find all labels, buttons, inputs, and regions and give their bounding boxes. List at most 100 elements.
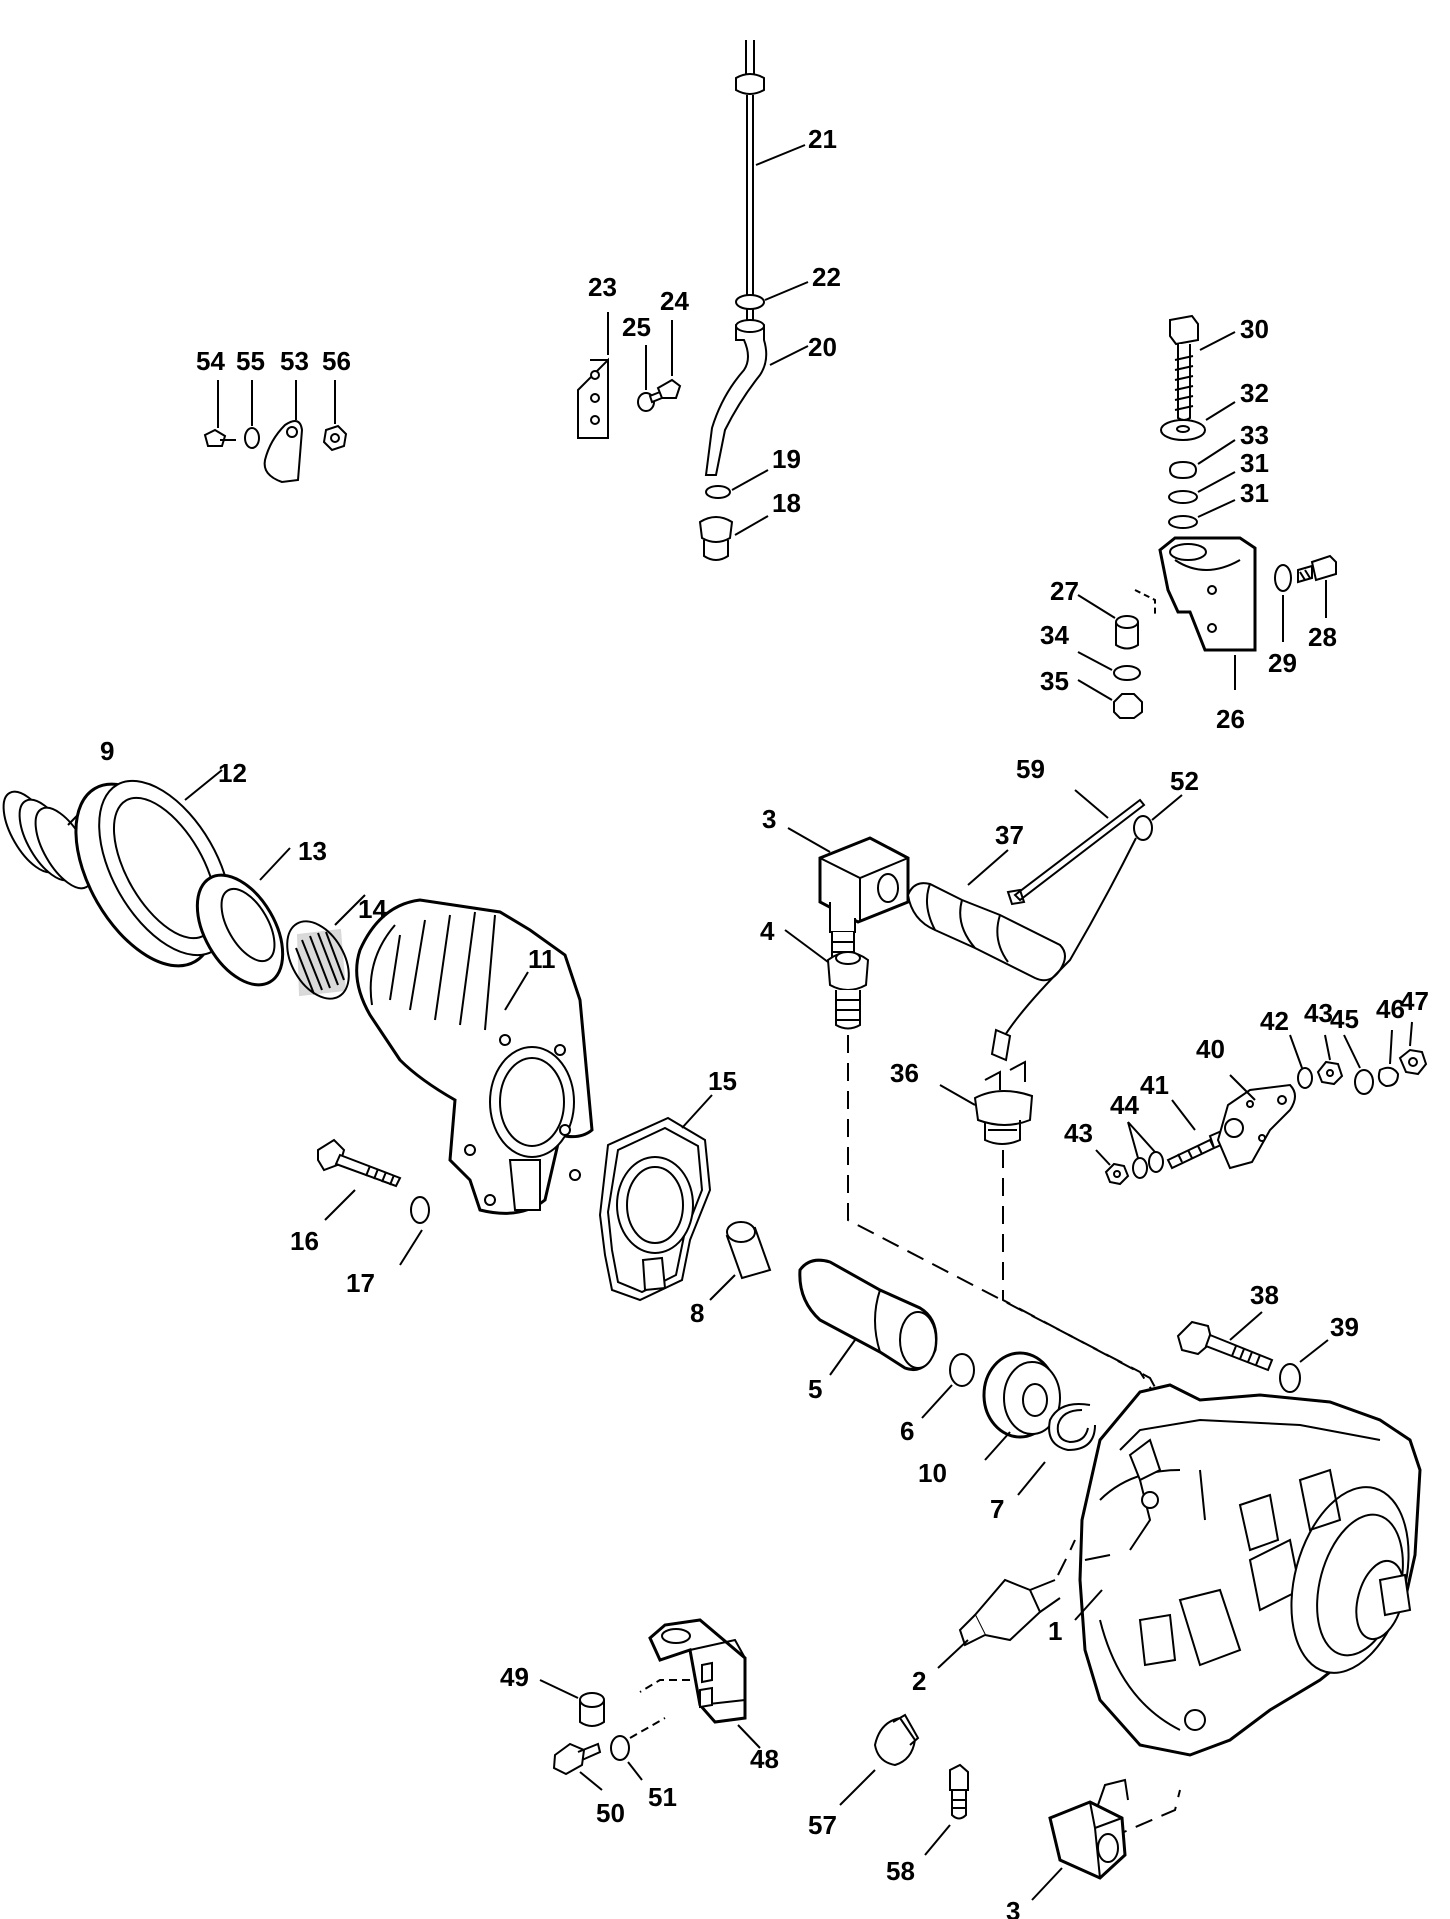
part-58-fitting [949, 1763, 969, 1820]
callout-47: 47 [1400, 986, 1429, 1016]
callout-9: 9 [100, 736, 114, 766]
part-46-lock-washer [1377, 1066, 1400, 1088]
part-36-switch [973, 1060, 1034, 1145]
callout-12: 12 [218, 758, 247, 788]
part-7-snap-ring [1048, 1403, 1096, 1452]
callout-56: 56 [322, 346, 351, 376]
part-39-washer [1279, 1363, 1301, 1393]
clamp-group [203, 380, 348, 484]
callout-39: 39 [1330, 1312, 1359, 1342]
part-48-bracket [648, 1618, 747, 1724]
part-17-washer [410, 1196, 430, 1224]
callout-11: 11 [528, 944, 556, 974]
part-44-washer-b [1148, 1151, 1164, 1173]
dipstick-group [577, 40, 809, 561]
callout-41: 41 [1140, 1070, 1169, 1100]
callout-25: 25 [622, 312, 651, 342]
callout-29: 29 [1268, 648, 1297, 678]
callout-31a: 31 [1240, 448, 1269, 478]
callout-24: 24 [660, 286, 689, 316]
callout-27: 27 [1050, 576, 1079, 606]
callout-23: 23 [588, 272, 617, 302]
part-40-lever [1216, 1083, 1296, 1170]
callout-31b: 31 [1240, 478, 1269, 508]
callout-20: 20 [808, 332, 837, 362]
shaft-bearing-group [709, 1221, 1096, 1496]
callout-38: 38 [1250, 1280, 1279, 1310]
callout-4: 4 [760, 916, 775, 946]
callout-13: 13 [298, 836, 327, 866]
part-21-dipstick [735, 40, 765, 320]
callout-labels: 1 2 3 3 4 5 6 7 8 9 10 11 12 13 14 15 16… [100, 124, 1429, 1919]
part-42-washer [1297, 1067, 1313, 1089]
part-18-fitting [698, 516, 734, 561]
part-59-cable-tie [1006, 798, 1146, 906]
part-24-bolt [648, 378, 682, 404]
part-29-washer [1274, 564, 1292, 592]
transmission-group [1074, 1311, 1422, 1757]
callout-44: 44 [1110, 1090, 1139, 1120]
callout-30: 30 [1240, 314, 1269, 344]
part-22-o-ring [735, 294, 765, 310]
callout-53: 53 [280, 346, 309, 376]
part-19-o-ring [705, 485, 731, 499]
callout-43a: 43 [1064, 1118, 1093, 1148]
callout-10: 10 [918, 1458, 947, 1488]
part-35-nut [1113, 693, 1143, 719]
callout-17: 17 [346, 1268, 375, 1298]
callout-50: 50 [596, 1798, 625, 1828]
callout-15: 15 [708, 1066, 737, 1096]
part-54-screw [203, 428, 236, 447]
part-55-washer [244, 427, 260, 449]
callout-3-lower: 3 [1006, 1896, 1020, 1919]
part-20-fill-tube [704, 320, 768, 476]
part-51-washer [610, 1735, 630, 1761]
mount-bracket-group [1077, 314, 1337, 719]
part-38-bolt [1176, 1320, 1214, 1356]
adapter-housing-group [2, 769, 713, 1302]
callout-48: 48 [750, 1744, 779, 1774]
callout-18: 18 [772, 488, 801, 518]
callout-14: 14 [358, 894, 387, 924]
callout-52: 52 [1170, 766, 1199, 796]
callout-49: 49 [500, 1662, 529, 1692]
callout-22: 22 [812, 262, 841, 292]
callout-46: 46 [1376, 994, 1405, 1024]
callout-33: 33 [1240, 420, 1269, 450]
part-31-washer-a [1168, 490, 1198, 504]
callout-58: 58 [886, 1856, 915, 1886]
callout-59: 59 [1016, 754, 1045, 784]
callout-42: 42 [1260, 1006, 1289, 1036]
part-52-ground-wire [1001, 837, 1137, 1041]
part-31-washer-b [1168, 515, 1198, 529]
callout-19: 19 [772, 444, 801, 474]
callout-8: 8 [690, 1298, 704, 1328]
callout-54: 54 [196, 346, 225, 376]
callout-40: 40 [1196, 1034, 1225, 1064]
callout-21: 21 [808, 124, 837, 154]
callout-16: 16 [290, 1226, 319, 1256]
part-6-pilot [949, 1353, 975, 1387]
callout-36: 36 [890, 1058, 919, 1088]
callout-35: 35 [1040, 666, 1069, 696]
callout-26: 26 [1216, 704, 1245, 734]
callout-5: 5 [808, 1374, 822, 1404]
part-50-bolt [552, 1742, 602, 1776]
part-34-washer [1113, 665, 1141, 681]
part-57-clamp [873, 1713, 920, 1767]
part-27-bushing [1115, 622, 1139, 650]
callout-32: 32 [1240, 378, 1269, 408]
callout-7: 7 [990, 1494, 1004, 1524]
part-30-bolt [1169, 314, 1199, 346]
callout-34: 34 [1040, 620, 1069, 650]
callout-55: 55 [236, 346, 265, 376]
lower-bracket-group [539, 1618, 1129, 1901]
callout-6: 6 [900, 1416, 914, 1446]
callout-57: 57 [808, 1810, 837, 1840]
callout-45: 45 [1330, 1004, 1359, 1034]
callout-43b: 43 [1304, 998, 1333, 1028]
part-33-lock-washer [1168, 460, 1198, 480]
linkage-group [1095, 1021, 1428, 1186]
callout-28: 28 [1308, 622, 1337, 652]
